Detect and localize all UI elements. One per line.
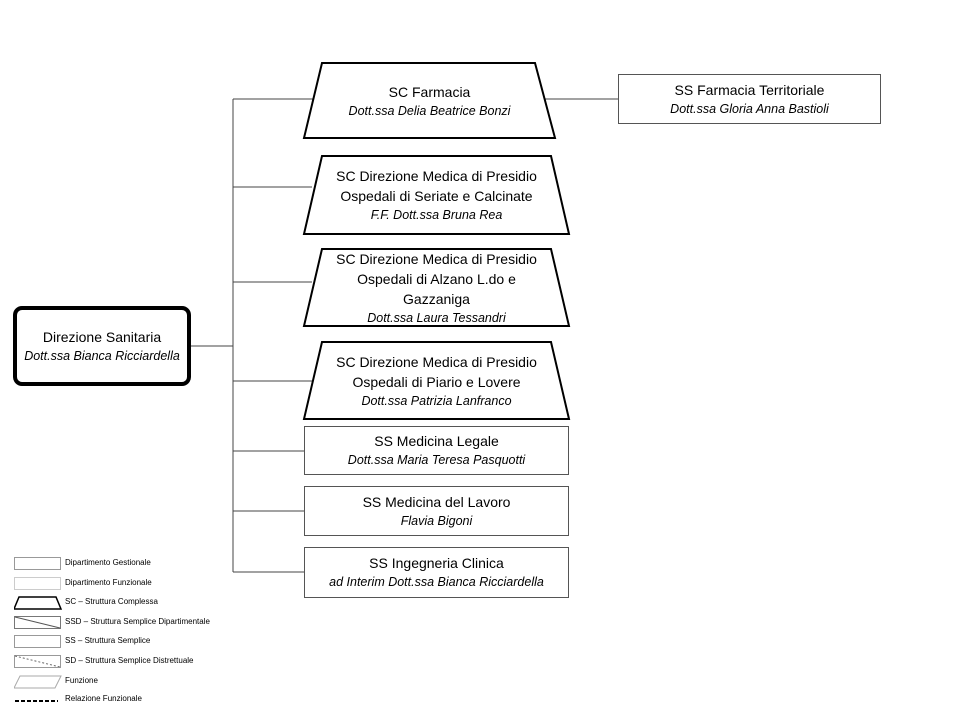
unit-line: Ospedali di Alzano L.do e — [357, 270, 516, 287]
unit-person: Dott.ssa Maria Teresa Pasquotti — [347, 453, 526, 467]
unit-sc-dmp-seriate[interactable]: SC Direzione Medica di Presidio Ospedali… — [304, 156, 569, 234]
legend-item-sd: SD – Struttura Semplice Distrettuale — [14, 654, 254, 672]
unit-ss-farmacia-territoriale[interactable]: SS Farmacia Territoriale Dott.ssa Gloria… — [618, 74, 881, 124]
legend-item-relazione: Relazione Funzionale — [14, 692, 254, 710]
root-node[interactable]: Direzione Sanitaria Dott.ssa Bianca Ricc… — [13, 306, 191, 386]
legend-label: SD – Struttura Semplice Distrettuale — [65, 656, 194, 665]
unit-person: Dott.ssa Laura Tessandri — [367, 310, 506, 325]
unit-line: Gazzaniga — [403, 290, 470, 307]
legend-item-dip-gestionale: Dipartimento Gestionale — [14, 556, 254, 574]
legend-swatch-dashed-diagonal-rect — [14, 655, 61, 668]
unit-person: Dott.ssa Delia Beatrice Bonzi — [348, 103, 511, 118]
legend-label: Dipartimento Funzionale — [65, 578, 152, 587]
sub-unit-person: Dott.ssa Gloria Anna Bastioli — [670, 101, 829, 116]
unit-line: SC Direzione Medica di Presidio — [336, 353, 537, 370]
unit-person: Flavia Bigoni — [400, 513, 473, 528]
sub-unit-title: SS Farmacia Territoriale — [674, 81, 825, 98]
legend-swatch-dashed-line — [15, 700, 58, 702]
legend-item-funzione: Funzione — [14, 674, 254, 692]
unit-sc-dmp-alzano[interactable]: SC Direzione Medica di Presidio Ospedali… — [304, 249, 569, 326]
legend-swatch-diagonal-rect — [14, 616, 61, 629]
unit-line: Ospedali di Piario e Lovere — [352, 373, 521, 390]
unit-ss-medicina-lavoro[interactable]: SS Medicina del Lavoro Flavia Bigoni — [304, 486, 569, 536]
sc-shape-4 — [302, 341, 571, 420]
unit-ss-ingegneria-clinica[interactable]: SS Ingegneria Clinica ad Interim Dott.ss… — [304, 547, 569, 598]
legend-swatch-thin-rect — [14, 635, 61, 648]
legend-swatch-parallelogram — [14, 675, 62, 689]
unit-line: SC Direzione Medica di Presidio — [336, 168, 537, 184]
unit-ss-medicina-legale[interactable]: SS Medicina Legale Dott.ssa Maria Teresa… — [304, 426, 569, 475]
legend-item-ssd: SSD – Struttura Semplice Dipartimentale — [14, 615, 254, 633]
legend-label: Relazione Funzionale — [65, 694, 142, 703]
legend-swatch-light-rect — [14, 577, 61, 590]
legend-label: Funzione — [65, 676, 98, 685]
root-person: Dott.ssa Bianca Ricciardella — [24, 348, 180, 363]
legend-label: SSD – Struttura Semplice Dipartimentale — [65, 617, 210, 626]
unit-sc-farmacia[interactable]: SC Farmacia Dott.ssa Delia Beatrice Bonz… — [304, 63, 555, 138]
legend-label: SS – Struttura Semplice — [65, 636, 151, 645]
unit-line: SC Direzione Medica di Presidio — [336, 250, 537, 267]
sc-shape-3 — [302, 248, 571, 327]
unit-person: Dott.ssa Patrizia Lanfranco — [361, 393, 512, 408]
legend-item-dip-funzionale: Dipartimento Funzionale — [14, 576, 254, 594]
legend-label: SC – Struttura Complessa — [65, 597, 158, 606]
sc-shape-2 — [302, 155, 571, 235]
unit-line: SS Medicina Legale — [374, 433, 499, 449]
unit-person: F.F. Dott.ssa Bruna Rea — [370, 208, 503, 222]
unit-line: Ospedali di Seriate e Calcinate — [340, 188, 533, 204]
legend-label: Dipartimento Gestionale — [65, 558, 151, 567]
sc-shape-1 — [302, 62, 557, 139]
unit-line: SS Medicina del Lavoro — [362, 493, 511, 510]
unit-person: ad Interim Dott.ssa Bianca Ricciardella — [329, 575, 544, 589]
unit-line: SS Ingegneria Clinica — [369, 555, 504, 571]
unit-sc-dmp-piario[interactable]: SC Direzione Medica di Presidio Ospedali… — [304, 342, 569, 419]
legend-item-ss: SS – Struttura Semplice — [14, 634, 254, 652]
root-title: Direzione Sanitaria — [42, 328, 162, 345]
unit-line: SC Farmacia — [388, 83, 471, 100]
legend-swatch-solid-rect — [14, 557, 61, 570]
legend-swatch-trapezoid — [14, 596, 62, 610]
legend-item-sc: SC – Struttura Complessa — [14, 595, 254, 613]
